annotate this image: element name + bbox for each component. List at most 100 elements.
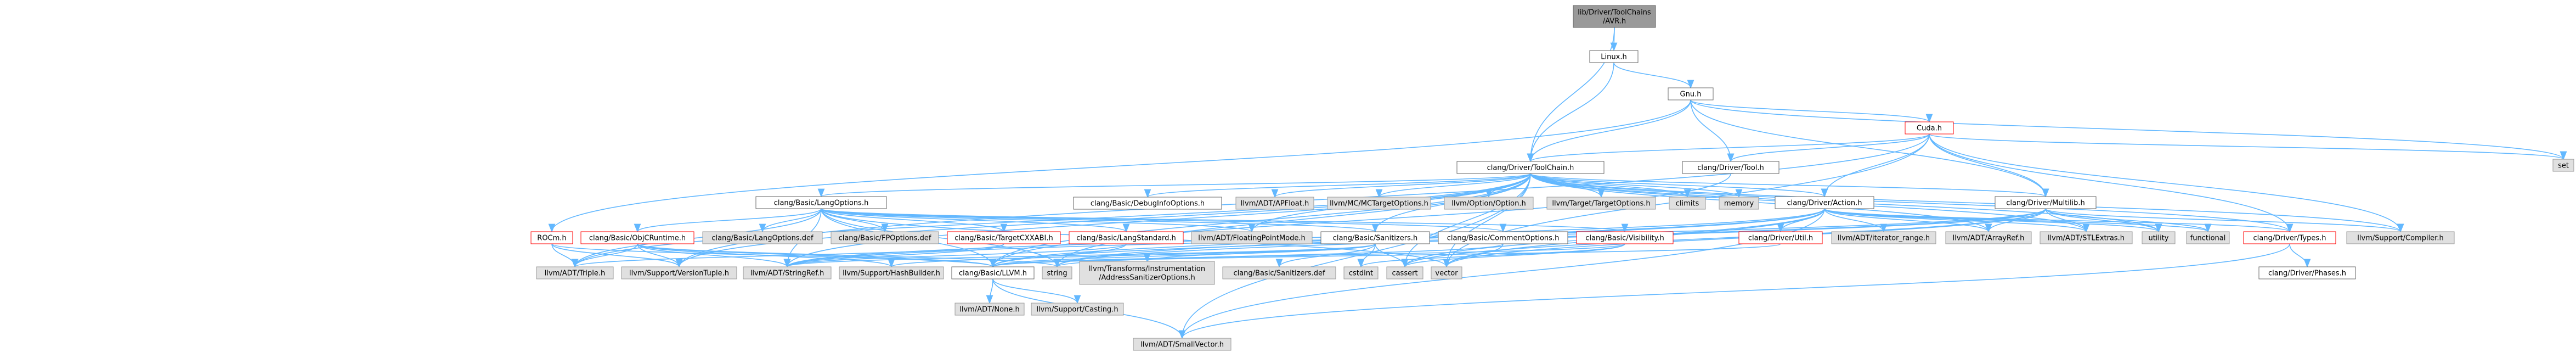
- node-label: vector: [1435, 270, 1458, 278]
- dependency-edge: [1929, 133, 2567, 160]
- graph-node-vector: vector: [1431, 266, 1462, 279]
- graph-node-debuginfo[interactable]: clang/Basic/DebugInfoOptions.h: [1073, 197, 1222, 210]
- dependency-edge: [1144, 173, 1531, 198]
- node-label: clang/Driver/ToolChain.h: [1487, 164, 1574, 172]
- node-box: [1775, 196, 1874, 209]
- node-label: climits: [1676, 200, 1699, 208]
- graph-node-casting: llvm/Support/Casting.h: [1031, 303, 1124, 316]
- node-label: clang/Basic/LLVM.h: [959, 270, 1027, 278]
- dependency-edge: [1053, 173, 1531, 268]
- dependency-edge: [2045, 208, 2162, 233]
- node-label: llvm/Option/Option.h: [1451, 200, 1526, 208]
- node-label: llvm/ADT/iterator_range.h: [1838, 234, 1930, 243]
- dependency-edge: [2289, 243, 2311, 268]
- graph-node-multilib[interactable]: clang/Driver/Multilib.h: [1995, 196, 2097, 209]
- graph-node-tool[interactable]: clang/Driver/Tool.h: [1682, 161, 1780, 174]
- dependency-edge: [1824, 208, 1888, 233]
- dependency-edge: [1824, 208, 2162, 233]
- dependency-edge: [992, 278, 1081, 304]
- dependency-edge: [1530, 173, 2049, 198]
- dependency-edge: [1401, 243, 1625, 268]
- node-label: clang/Basic/FPOptions.def: [839, 234, 931, 243]
- node-label: llvm/ADT/SmallVector.h: [1140, 341, 1224, 349]
- graph-node-option: llvm/Option/Option.h: [1444, 197, 1534, 210]
- graph-node-targetopts: llvm/Target/TargetOptions.h: [1546, 197, 1656, 210]
- graph-node-objcrt[interactable]: clang/Basic/ObjCRuntime.h: [580, 231, 694, 244]
- node-label: llvm/ADT/APFloat.h: [1241, 200, 1309, 208]
- dependency-edge: [1690, 99, 1735, 163]
- graph-node-linux[interactable]: Linux.h: [1589, 50, 1639, 63]
- graph-node-toolchain[interactable]: clang/Driver/ToolChain.h: [1456, 161, 1605, 174]
- node-label: memory: [1724, 200, 1754, 208]
- node-label: clang/Driver/Types.h: [2253, 234, 2326, 243]
- node-label: cassert: [1392, 270, 1417, 278]
- node-label: llvm/Target/TargetOptions.h: [1552, 200, 1650, 208]
- dependency-edge: [2045, 208, 2090, 233]
- node-label: llvm/Support/Casting.h: [1036, 306, 1118, 314]
- node-label: lib/Driver/ToolChains/AVR.h: [1578, 9, 1651, 26]
- graph-node-gnu[interactable]: Gnu.h: [1668, 87, 1714, 100]
- graph-node-targetcxxabi[interactable]: clang/Basic/TargetCXXABI.h: [947, 231, 1061, 244]
- graph-node-visibility[interactable]: clang/Basic/Visibility.h: [1576, 231, 1674, 244]
- graph-node-asanopts: llvm/Transforms/Instrumentation/AddressS…: [1079, 261, 1215, 285]
- node-box: [951, 266, 1035, 279]
- dependency-edge: [821, 208, 1628, 233]
- node-box: [1456, 161, 1605, 174]
- graph-node-llvm[interactable]: clang/Basic/LLVM.h: [951, 266, 1035, 279]
- graph-node-commentopts[interactable]: clang/Basic/CommentOptions.h: [1438, 231, 1568, 244]
- graph-node-phases[interactable]: clang/Driver/Phases.h: [2258, 266, 2356, 279]
- dependency-edge: [2045, 208, 2212, 233]
- graph-node-apfloat: llvm/ADT/APFloat.h: [1235, 197, 1314, 210]
- dependency-edge: [990, 243, 1625, 268]
- dependency-edge: [1530, 173, 1743, 198]
- graph-node-langstd[interactable]: clang/Basic/LangStandard.h: [1069, 231, 1184, 244]
- graph-node-set: set: [2552, 159, 2574, 172]
- graph-node-fpoptsdef: clang/Basic/FPOptions.def: [831, 231, 939, 244]
- node-box: [621, 266, 737, 279]
- edges-layer: [548, 27, 2567, 339]
- graph-node-functional: functional: [2186, 231, 2230, 244]
- graph-node-floatmode: llvm/ADT/FloatingPointMode.h: [1191, 231, 1313, 244]
- node-label: ROCm.h: [537, 234, 566, 243]
- graph-node-sanitizers[interactable]: clang/Basic/Sanitizers.h: [1320, 231, 1430, 244]
- dependency-edge: [1401, 173, 1531, 268]
- dependency-edge: [1357, 243, 1625, 268]
- dependency-edge: [1527, 133, 1930, 163]
- dependency-edge: [1613, 62, 1694, 89]
- node-box: [1546, 197, 1656, 210]
- dependency-edge: [1690, 99, 2049, 198]
- dependency-edge: [1527, 99, 1691, 163]
- node-box: [1573, 5, 1656, 28]
- node-box: [1431, 266, 1462, 279]
- node-label: clang/Driver/Phases.h: [2268, 270, 2346, 278]
- graph-node-action[interactable]: clang/Driver/Action.h: [1775, 196, 1874, 209]
- dependency-edge: [551, 243, 683, 268]
- graph-node-mctarget: llvm/MC/MCTargetOptions.h: [1327, 197, 1431, 210]
- node-box: [1945, 231, 2032, 244]
- graph-node-rocm[interactable]: ROCm.h: [530, 231, 573, 244]
- graph-node-hashbuilder: llvm/Support/HashBuilder.h: [839, 266, 944, 279]
- node-label: llvm/Support/HashBuilder.h: [843, 270, 940, 278]
- dependency-edge: [1690, 99, 2567, 160]
- graph-node-stringref: llvm/ADT/StringRef.h: [743, 266, 832, 279]
- node-box: [1031, 303, 1124, 316]
- graph-node-compiler: llvm/Support/Compiler.h: [2346, 231, 2455, 244]
- node-label: clang/Basic/Sanitizers.h: [1333, 234, 1417, 243]
- dependency-edge: [821, 208, 1379, 233]
- dependency-edge: [571, 208, 822, 268]
- node-label: llvm/MC/MCTargetOptions.h: [1330, 200, 1428, 208]
- node-label: clang/Basic/Visibility.h: [1585, 234, 1664, 243]
- node-label: clang/Driver/Util.h: [1748, 234, 1813, 243]
- graph-node-types[interactable]: clang/Driver/Types.h: [2243, 231, 2336, 244]
- graph-node-langopts[interactable]: clang/Basic/LangOptions.h: [755, 196, 887, 209]
- dependency-edge: [1929, 133, 2404, 233]
- graph-node-driverutil[interactable]: clang/Driver/Util.h: [1738, 231, 1823, 244]
- node-box: [1191, 231, 1313, 244]
- node-box: [1444, 197, 1534, 210]
- node-label: clang/Basic/LangOptions.h: [774, 199, 869, 208]
- node-box: [1438, 231, 1568, 244]
- node-box: [1320, 231, 1430, 244]
- node-box: [1222, 266, 1336, 279]
- graph-node-cuda[interactable]: Cuda.h: [1905, 121, 1954, 135]
